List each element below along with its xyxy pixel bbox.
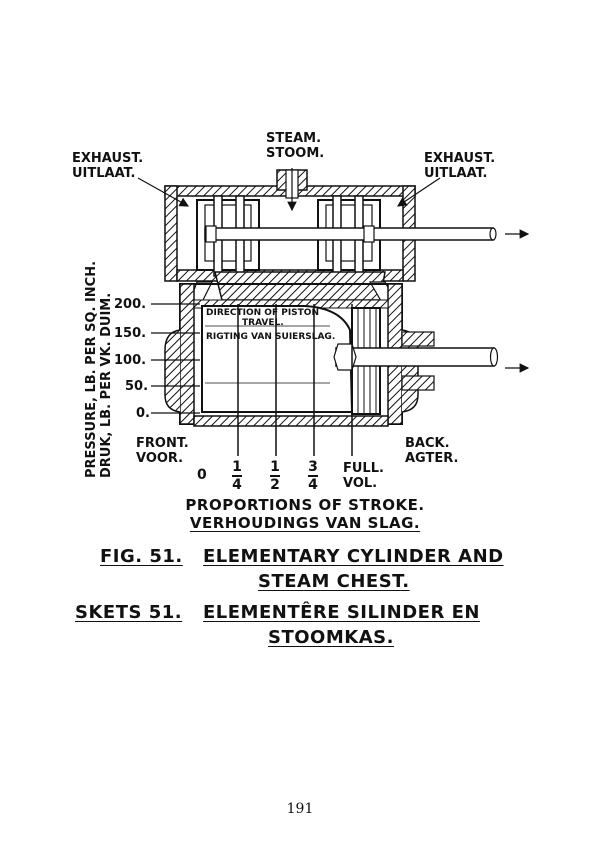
- pressure-tick-150: 150.: [114, 326, 147, 341]
- stroke-caption: PROPORTIONS OF STROKE. VERHOUDINGS VAN S…: [150, 496, 460, 532]
- stroke-tick-0: 0: [197, 467, 207, 483]
- front-af: VOOR.: [136, 451, 184, 466]
- pressure-tick-200: 200.: [114, 297, 147, 312]
- pressure-tick-100: 100.: [114, 353, 147, 368]
- steam-label-af: STOOM.: [266, 146, 325, 161]
- stroke-leaders: [237, 304, 353, 456]
- exhaust-left-af: UITLAAT.: [72, 166, 136, 181]
- exhaust-right-label: EXHAUST. UITLAAT.: [424, 151, 495, 181]
- exhaust-left-label: EXHAUST. UITLAAT.: [72, 151, 143, 181]
- pressure-axis-en: PRESSURE, LB. PER SQ. INCH.: [84, 260, 99, 478]
- quarter-num: 1: [232, 459, 242, 475]
- pressure-leaders: [151, 303, 200, 414]
- fig-en-number: FIG. 51.: [100, 546, 183, 567]
- front-label: FRONT. VOOR.: [136, 436, 189, 466]
- piston-rod: [333, 343, 530, 373]
- steam-label-en: STEAM.: [266, 131, 322, 146]
- fig-en-title-2: STEAM CHEST.: [258, 571, 410, 592]
- steam-label: STEAM. STOOM.: [266, 131, 325, 161]
- direction-af: RIGTING VAN SUIERSLAG.: [206, 332, 336, 342]
- back-en: BACK.: [405, 436, 450, 451]
- cylinder: [164, 283, 435, 427]
- pressure-tick-0: 0.: [136, 406, 150, 421]
- full-en: FULL.: [343, 461, 384, 476]
- back-af: AGTER.: [405, 451, 459, 466]
- three-quarter-num: 3: [308, 459, 318, 475]
- exhaust-left-en: EXHAUST.: [72, 151, 144, 166]
- exhaust-right-en: EXHAUST.: [424, 151, 496, 166]
- valve-rod: [204, 225, 530, 243]
- pressure-axis-af: DRUK, LB. PER VK. DUIM.: [99, 292, 114, 478]
- quarter-den: 4: [232, 477, 242, 493]
- half-num: 1: [270, 459, 280, 475]
- pressure-tick-50: 50.: [125, 379, 149, 394]
- fig-af-title-1: ELEMENTÊRE SILINDER EN: [203, 602, 480, 623]
- back-label: BACK. AGTER.: [405, 436, 458, 466]
- stroke-tick-quarter: 1 4: [232, 460, 242, 492]
- stroke-tick-full: FULL. VOL.: [343, 461, 384, 491]
- direction-label: DIRECTION OF PISTON TRAVEL. RIGTING VAN …: [206, 308, 335, 342]
- pressure-axis-label: PRESSURE, LB. PER SQ. INCH. DRUK, LB. PE…: [84, 228, 114, 478]
- fig-en-title-1: ELEMENTARY CYLINDER AND: [203, 546, 504, 567]
- three-quarter-den: 4: [308, 477, 318, 493]
- page-number: 191: [286, 801, 314, 817]
- direction-en-2: TRAVEL.: [242, 318, 284, 328]
- stroke-tick-half: 1 2: [270, 460, 280, 492]
- stroke-caption-en: PROPORTIONS OF STROKE.: [185, 496, 425, 514]
- fig-af-number: SKETS 51.: [75, 602, 183, 623]
- exhaust-right-af: UITLAAT.: [424, 166, 488, 181]
- full-af: VOL.: [343, 476, 378, 491]
- direction-en-1: DIRECTION OF PISTON: [206, 308, 319, 318]
- stroke-tick-three-quarter: 3 4: [308, 460, 318, 492]
- stroke-caption-af: VERHOUDINGS VAN SLAG.: [189, 514, 421, 532]
- fig-af-title-2: STOOMKAS.: [268, 627, 394, 648]
- half-den: 2: [270, 477, 280, 493]
- front-en: FRONT.: [136, 436, 189, 451]
